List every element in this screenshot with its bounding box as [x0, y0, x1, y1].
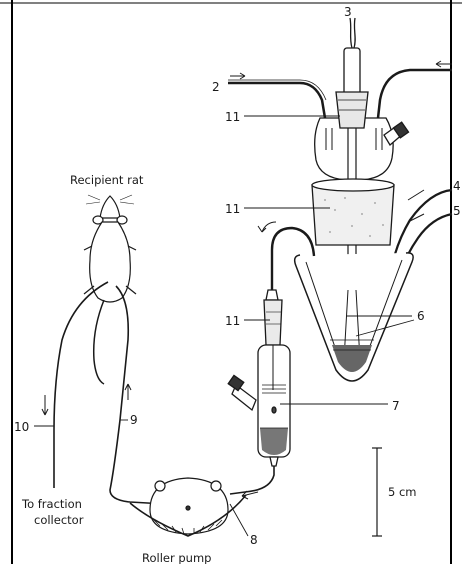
- label-10: 10: [14, 420, 29, 434]
- label-recipient-rat: Recipient rat: [70, 173, 144, 187]
- label-11-bottom: 11: [225, 314, 240, 328]
- recipient-rat: [84, 195, 136, 384]
- label-5: 5: [453, 204, 461, 218]
- label-11-middle: 11: [225, 202, 240, 216]
- label-11-top: 11: [225, 110, 240, 124]
- label-4: 4: [453, 179, 461, 193]
- label-6: 6: [417, 309, 425, 323]
- scale-bar: [372, 448, 382, 536]
- label-roller-pump: Roller pump: [142, 551, 211, 564]
- label-collector: collector: [34, 513, 84, 527]
- label-7: 7: [392, 399, 400, 413]
- label-2: 2: [212, 80, 220, 94]
- label-8: 8: [250, 533, 258, 547]
- perfusion-vessel: [228, 18, 452, 381]
- roller-pump: [130, 478, 246, 536]
- label-9: 9: [130, 413, 138, 427]
- label-scale: 5 cm: [388, 485, 417, 499]
- label-3: 3: [344, 5, 352, 19]
- label-to-fraction: To fraction: [21, 497, 82, 511]
